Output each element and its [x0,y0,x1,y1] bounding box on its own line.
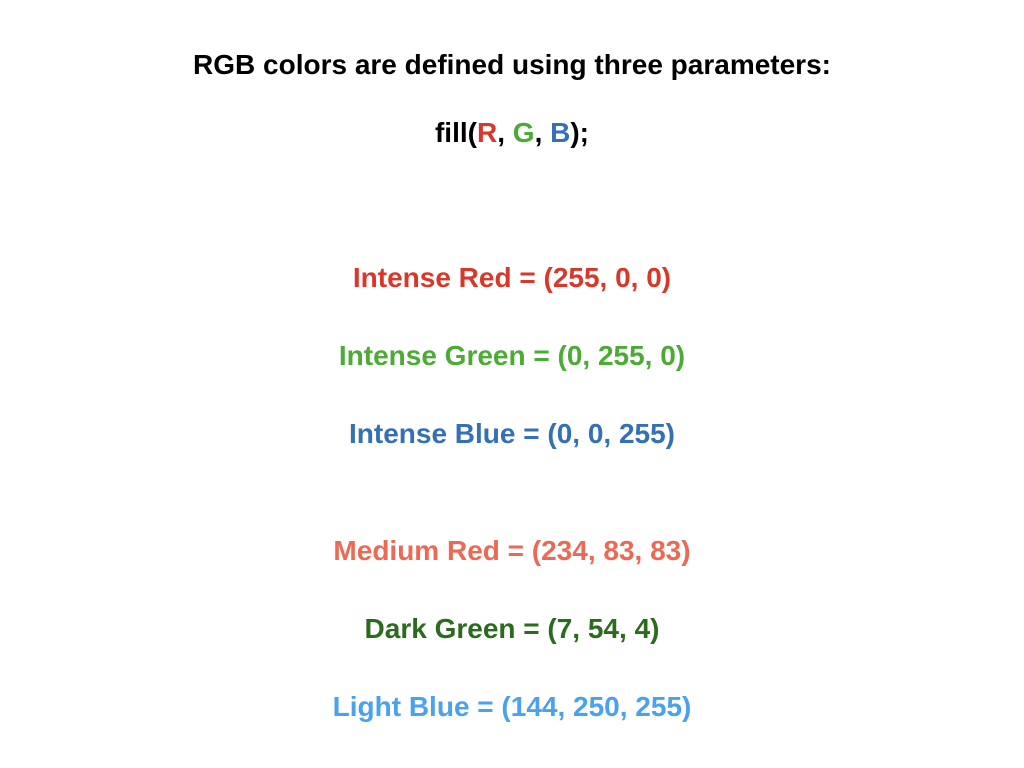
code-separator: , [534,117,551,148]
example-dark-green: Dark Green = (7, 54, 4) [364,613,660,644]
example-intense-green: Intense Green = (0, 255, 0) [338,340,686,371]
example-intense-blue: Intense Blue = (0, 0, 255) [348,418,676,449]
code-param-r: R [476,117,498,148]
code-param-g: G [512,117,535,148]
example-intense-red: Intense Red = (255, 0, 0) [352,262,672,293]
code-separator: , [497,117,513,148]
slide-title: RGB colors are defined using three param… [193,49,831,80]
fill-function-signature: fill(R, G, B); [0,116,1024,150]
example-medium-red: Medium Red = (234, 83, 83) [333,535,691,566]
code-prefix: fill( [434,117,477,148]
example-light-blue: Light Blue = (144, 250, 255) [332,691,692,722]
code-suffix: ); [570,117,590,148]
code-param-b: B [550,117,571,148]
